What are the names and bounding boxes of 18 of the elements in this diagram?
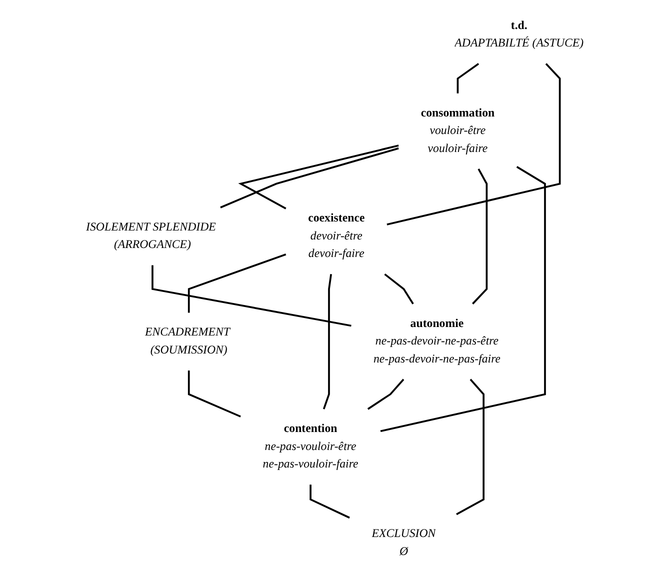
node-text: ISOLEMENT SPLENDIDE (ARROGANCE)	[86, 220, 216, 252]
node-text: ENCADREMENT (SOUMISSION)	[145, 326, 230, 356]
connector	[152, 265, 352, 327]
connector	[472, 168, 488, 304]
connector	[456, 62, 480, 94]
connector	[310, 484, 350, 519]
node-text: autonomie ne-pas-devoir-ne-pas-être ne-pas-devoir-ne-pas-faire	[373, 317, 501, 366]
node-text: contention ne-pas-vouloir-être ne-pas-vouloir-faire	[262, 422, 358, 471]
connector	[380, 166, 546, 432]
node-text: consommation vouloir-être vouloir-faire	[420, 106, 495, 155]
connector	[386, 63, 561, 226]
connector	[367, 378, 404, 410]
connector	[188, 370, 241, 418]
connector	[456, 378, 484, 516]
connector	[188, 254, 286, 313]
node-text: coexistence devoir-être devoir-faire	[308, 212, 365, 260]
connector	[384, 273, 414, 304]
connector	[322, 274, 332, 410]
